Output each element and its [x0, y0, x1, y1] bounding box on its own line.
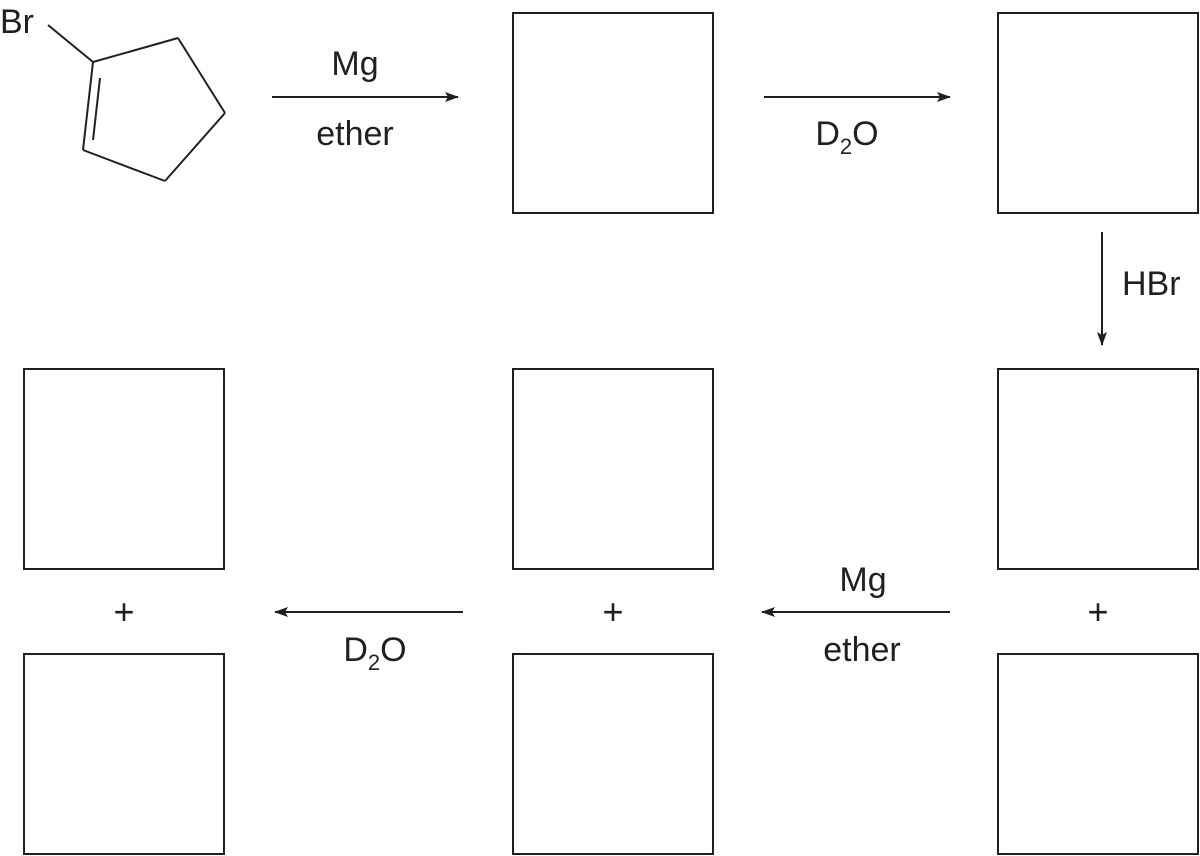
step3-reagent: HBr: [1122, 265, 1181, 303]
ring-bond-c2-c3: [177, 37, 226, 114]
ring-bond-c5-c1: [82, 61, 94, 151]
step5-reagent-o: O: [380, 631, 407, 669]
step1-reagent: Mg: [331, 45, 379, 83]
answer-box-product-4a[interactable]: [512, 368, 714, 570]
step2-reagent-d: D: [815, 115, 840, 153]
answer-box-product-3a[interactable]: [997, 368, 1199, 570]
answer-box-product-3b[interactable]: [997, 653, 1199, 855]
step2-reagent-o: O: [852, 115, 879, 153]
step5-reagent-d: D: [343, 631, 368, 669]
answer-box-product-5b[interactable]: [23, 653, 225, 855]
ring-bond-c4-c5: [82, 149, 166, 182]
bromine-label: Br: [0, 3, 34, 41]
ring-bond-c3-c4: [164, 112, 226, 182]
double-bond-inner-line: [92, 77, 101, 141]
ring-bond-c1-c2: [92, 37, 179, 63]
plus-sign-right: +: [1087, 591, 1109, 632]
answer-box-product-1[interactable]: [512, 12, 714, 214]
step5-reagent-subscript: 2: [367, 650, 381, 675]
bromocyclopentene-structure: [47, 24, 226, 182]
step5-reagent: D2O: [325, 630, 425, 675]
step2-reagent-subscript: 2: [839, 134, 853, 159]
step4-reagent: Mg: [839, 561, 887, 599]
answer-box-product-5a[interactable]: [23, 368, 225, 570]
answer-box-product-2[interactable]: [997, 12, 1199, 214]
carbon-bromine-bond: [47, 24, 94, 63]
plus-sign-middle: +: [602, 591, 624, 632]
step2-reagent: D2O: [797, 114, 897, 159]
step1-solvent: ether: [316, 115, 394, 153]
plus-sign-left: +: [113, 591, 135, 632]
answer-box-product-4b[interactable]: [512, 653, 714, 855]
step4-solvent: ether: [823, 631, 901, 669]
